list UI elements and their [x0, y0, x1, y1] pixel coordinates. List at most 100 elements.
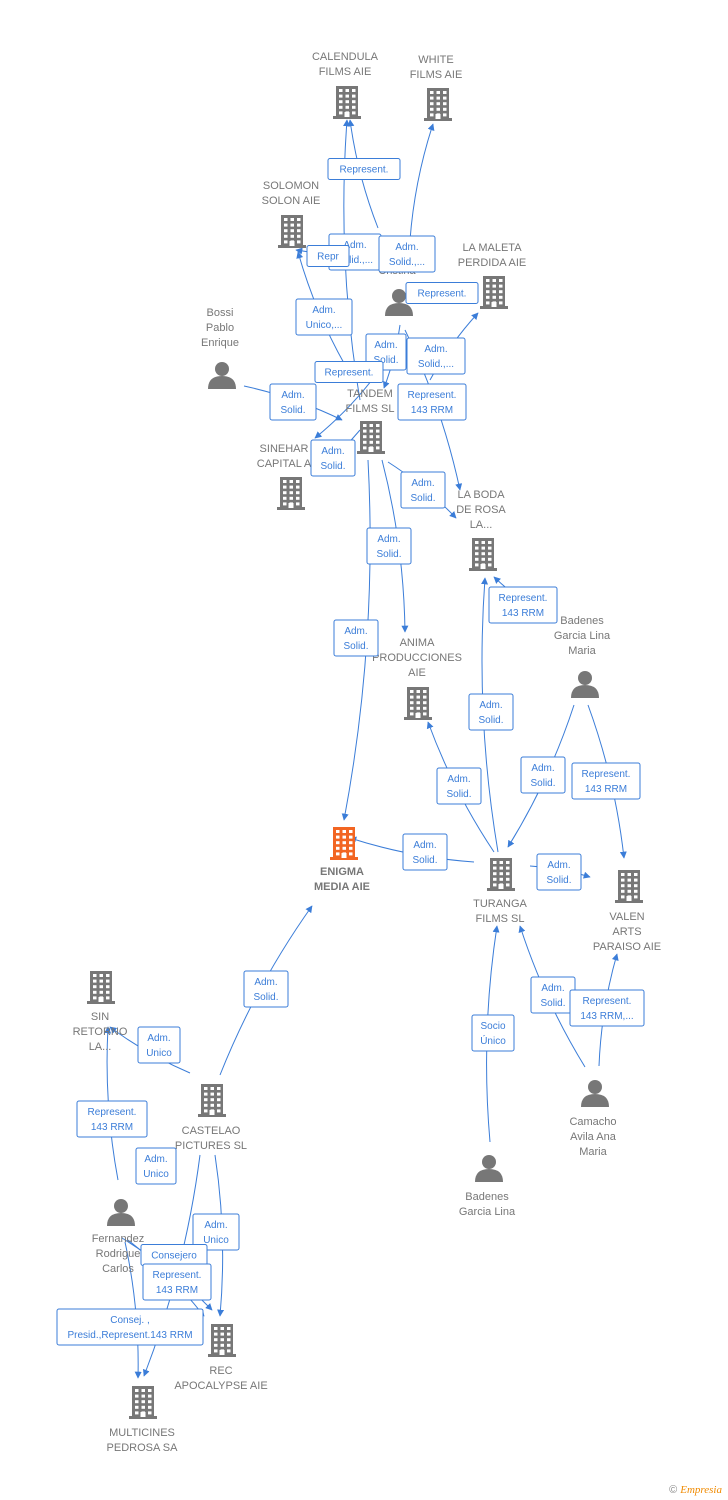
edge-label[interactable]: Represent.143 RRM [488, 586, 558, 624]
node-label: PARAISO AIE [593, 941, 661, 953]
edge-label-text: Consejero [151, 1251, 197, 1262]
edge-label[interactable]: Adm.Solid. [333, 619, 379, 657]
edge-label[interactable]: Adm.Solid. [366, 527, 412, 565]
building-icon [357, 421, 385, 454]
edge-label[interactable]: Adm.Solid. [310, 439, 356, 477]
edge-label[interactable]: Adm.Solid. [530, 976, 576, 1014]
edge-label[interactable]: Represent.143 RRM [142, 1263, 212, 1301]
edge-label-text: Adm. [147, 1033, 170, 1044]
edge-label[interactable]: Adm.Unico,... [295, 298, 353, 336]
node-label: MEDIA AIE [314, 881, 370, 893]
edge-label[interactable]: Adm.Solid. [243, 970, 289, 1008]
edge-label[interactable]: Adm.Solid. [520, 756, 566, 794]
edge-label-text: Solid. [412, 855, 437, 866]
edge-label-text: Represent. [583, 996, 632, 1007]
edge-label-text: Represent. [582, 769, 631, 780]
edge-label-text: Adm. [344, 626, 367, 637]
edge-label[interactable]: Adm.Solid. [400, 471, 446, 509]
node-label: PERDIDA AIE [458, 257, 526, 269]
edge-label[interactable]: Represent.143 RRM [571, 762, 641, 800]
node-label: Enrique [201, 337, 239, 349]
edge-label-text: Solid. [410, 493, 435, 504]
edge-label[interactable]: Represent.143 RRM,... [569, 989, 645, 1027]
edge-label[interactable]: Consej. , Presid.,Represent.143 RRM [56, 1308, 204, 1346]
node-label: FILMS SL [346, 403, 395, 415]
edge-label-box [571, 762, 641, 800]
edge-label[interactable]: Adm.Solid.,... [406, 337, 466, 375]
edge-label-text: Unico,... [306, 320, 343, 331]
node-label: AIE [408, 667, 426, 679]
node-label: Garcia Lina [459, 1206, 516, 1218]
edge-label-text: Adm. [204, 1220, 227, 1231]
edge-label[interactable]: Represent. 143 RRM [76, 1100, 148, 1138]
edge-label-text: Socio [480, 1021, 505, 1032]
node-label: ARTS [612, 926, 641, 938]
edge-label-text: 143 RRM [502, 608, 544, 619]
edge-label[interactable]: Adm.Unico [135, 1147, 177, 1185]
building-icon [480, 276, 508, 309]
edge-label-text: Consej. , [110, 1315, 149, 1326]
edge-label[interactable]: Adm.Solid. [436, 767, 482, 805]
node-tandem[interactable]: TANDEM FILMS SL [346, 388, 395, 454]
edge-label[interactable]: Represent.143 RRM [397, 383, 467, 421]
node-label: LA BODA [457, 489, 505, 501]
edge-label-box [269, 383, 317, 421]
edge-label[interactable]: Adm.Solid.,... [378, 235, 436, 273]
edge-label-text: Adm. [144, 1154, 167, 1165]
edge-label[interactable]: Adm. Solid. [468, 693, 514, 731]
node-label: ANIMA [400, 637, 436, 649]
edge-label[interactable]: Adm.Unico [137, 1026, 181, 1064]
edge-label[interactable]: Repr [306, 245, 350, 267]
person-icon [475, 1155, 503, 1182]
node-label: PEDROSA SA [107, 1442, 179, 1454]
edge-label-text: Solid. [373, 355, 398, 366]
edge-label-box [520, 756, 566, 794]
building-icon [330, 827, 358, 860]
brand-logo[interactable]: Empresia [680, 1484, 722, 1496]
edge-label[interactable]: Adm.Solid. [402, 833, 448, 871]
edge-label-text: Adm. [374, 340, 397, 351]
edge-label-text: Presid.,Represent.143 RRM [67, 1330, 192, 1341]
edge-label-text: Represent. [88, 1107, 137, 1118]
edge-label[interactable]: Adm.Solid. [536, 853, 582, 891]
edge-label[interactable]: Represent. [327, 158, 401, 180]
edge-label[interactable]: Adm.Unico [192, 1213, 240, 1251]
edge-label-text: Adm. [479, 700, 502, 711]
node-label: Pablo [206, 322, 234, 334]
edge-label-box [137, 1026, 181, 1064]
edge-label-box [135, 1147, 177, 1185]
node-label: TANDEM [347, 388, 393, 400]
edge-label[interactable]: Represent. [405, 282, 479, 304]
edge-label-box [405, 282, 479, 304]
node-label: SIN [91, 1011, 109, 1023]
edge-label-box [295, 298, 353, 336]
edge-label-text: 143 RRM [91, 1122, 133, 1133]
person-icon [581, 1080, 609, 1107]
edge-label[interactable]: Consejero [140, 1244, 208, 1266]
edge-label-box [366, 527, 412, 565]
edge-label[interactable]: Adm.Solid. [269, 383, 317, 421]
edge-label[interactable]: Represent. [314, 361, 384, 383]
edge-label-text: Solid. [478, 715, 503, 726]
building-icon [129, 1386, 157, 1419]
node-sinretorno[interactable]: SINRETORNOLA... [73, 971, 128, 1053]
